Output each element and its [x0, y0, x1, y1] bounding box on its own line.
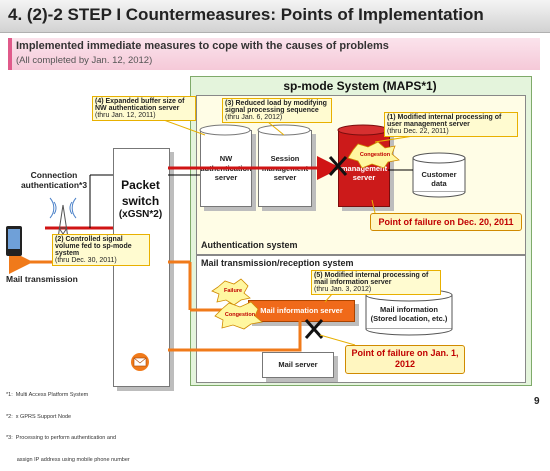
callout-2-date: (thru Dec. 30, 2011): [55, 257, 117, 264]
page-title: 4. (2)-2 STEP I Countermeasures: Points …: [8, 5, 484, 24]
envelope-icon: [131, 353, 149, 371]
title-bar: [0, 0, 550, 33]
callout-3-date: (thru Jan. 6, 2012): [225, 114, 283, 121]
congestion-label-mail: Congestion: [224, 312, 256, 318]
footnote-2: *2: x GPRS Support Node: [6, 413, 72, 420]
callout-2-title: (2) Controlled signal volume fed to sp-m…: [55, 236, 132, 257]
mail-information-db: [365, 288, 453, 336]
callout-1-date: (thru Dec. 22, 2011): [387, 128, 449, 135]
mail-signal-path: [168, 320, 302, 352]
failure-x-mail: [304, 319, 324, 339]
callout-1-title: (1) Modified internal processing of user…: [387, 114, 502, 128]
callout-4-nw-buffer: (4) Expanded buffer size of NW authentic…: [92, 96, 196, 121]
connection-diagram: [6, 114, 466, 371]
callout-2-signal-volume: (2) Controlled signal volume fed to sp-m…: [52, 234, 150, 266]
customer-data-db: [412, 152, 466, 198]
subtitle: Implemented immediate measures to cope w…: [16, 40, 389, 52]
mail-system-label: Mail transmission/reception system: [201, 258, 354, 268]
congestion-burst-top: [347, 141, 400, 169]
customer-data-label: Customer data: [421, 170, 457, 188]
failure-point-auth: Point of failure on Dec. 20, 2011: [370, 213, 522, 231]
callout-3-title: (3) Reduced load by modifying signal pro…: [225, 100, 327, 114]
failure-label: Failure: [223, 288, 243, 294]
subtitle-note: (All completed by Jan. 12, 2012): [16, 55, 153, 66]
callout-5-mail-info: (5) Modified internal processing of mail…: [311, 270, 441, 295]
mail-transmission-label: Mail transmission: [6, 274, 78, 284]
connection-authentication-label: Connection authentication*3: [20, 170, 88, 191]
failure-x-auth: [328, 156, 348, 176]
footnote-3: *3: Processing to perform authentication…: [6, 435, 117, 442]
congestion-label-top: Congestion: [359, 152, 391, 158]
failure-burst: [211, 278, 251, 306]
footnote-1: *1: Multi Access Platform System: [6, 392, 89, 399]
packet-switch-label: Packet switch: [121, 178, 160, 208]
packet-switch: [113, 148, 170, 387]
callout-3-signal-sequence: (3) Reduced load by modifying signal pro…: [222, 98, 332, 123]
mail-information-db-label: Mail information (Stored location, etc.): [370, 305, 448, 323]
callout-4-date: (thru Jan. 12, 2011): [95, 112, 156, 119]
callout-1-user-mgmt: (1) Modified internal processing of user…: [384, 112, 518, 137]
mail-server: Mail server: [262, 352, 334, 378]
authentication-system-label: Authentication system: [201, 240, 298, 250]
footnotes: *1: Multi Access Platform System *2: x G…: [6, 378, 130, 471]
callout-5-date: (thru Jan. 3, 2012): [314, 286, 372, 293]
callout-4-title: (4) Expanded buffer size of NW authentic…: [95, 98, 185, 112]
mobile-phone-icon: [6, 226, 22, 256]
congestion-burst-mail: [214, 301, 263, 330]
failure-point-mail-line1: Point of failure on Jan. 1,: [351, 348, 459, 358]
footnote-4: assign IP address using mobile phone num…: [6, 456, 130, 463]
failure-point-mail-line2: 2012: [394, 359, 416, 370]
xgsn-label: (xGSN*2): [118, 209, 163, 220]
page-number: 9: [534, 396, 540, 407]
failure-point-mail: Point of failure on Jan. 1, 2012: [345, 345, 465, 374]
callout-5-title: (5) Modified internal processing of mail…: [314, 272, 429, 286]
sp-mode-title: sp-mode System (MAPS*1): [283, 79, 437, 93]
subtitle-banner: [8, 38, 540, 70]
user-management-server: User management server: [338, 130, 390, 207]
